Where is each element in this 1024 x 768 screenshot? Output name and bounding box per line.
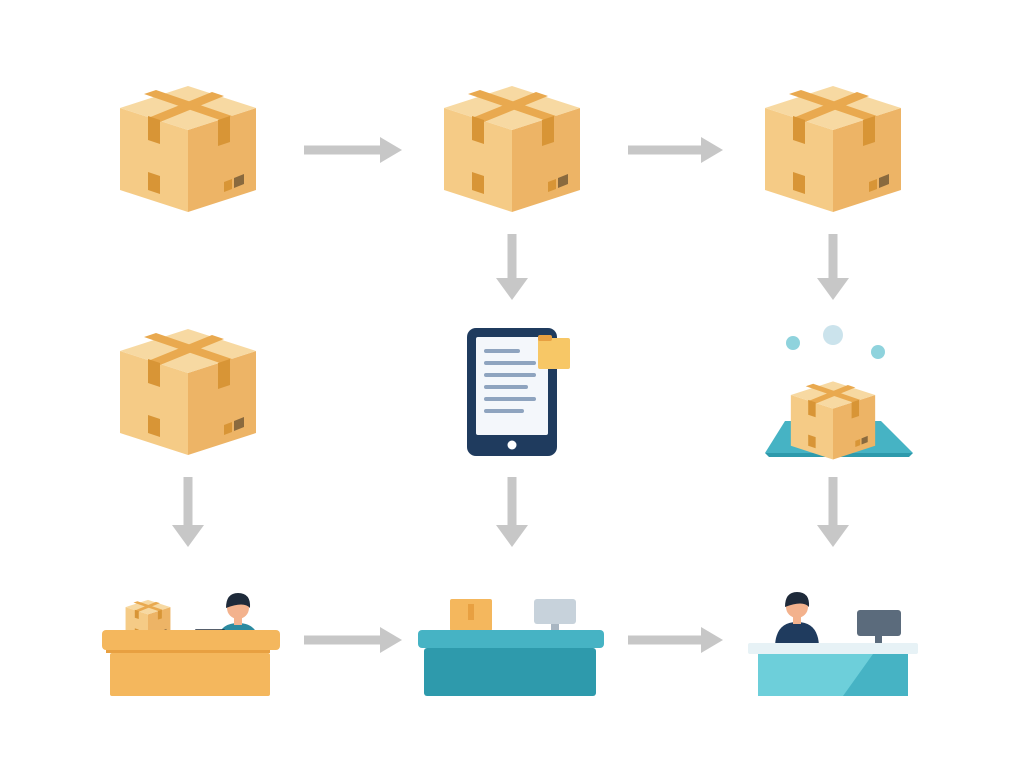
flow-arrow	[304, 627, 402, 653]
flow-arrow	[304, 137, 402, 163]
package-box-icon	[444, 86, 580, 212]
flow-arrow	[496, 234, 528, 300]
flow-arrow	[817, 477, 849, 547]
package-box-icon	[765, 86, 901, 212]
package-box-icon	[120, 86, 256, 212]
tablet-document-icon	[467, 328, 570, 456]
flow-arrow	[817, 234, 849, 300]
reception-desk-with-clerk-icon	[748, 592, 918, 696]
clerk-desk-with-package-icon	[102, 593, 280, 696]
nodes-layer	[102, 86, 918, 696]
flow-arrow	[628, 137, 723, 163]
checkout-counter-icon	[418, 599, 604, 696]
arrows-layer	[172, 137, 849, 653]
flow-arrow	[496, 477, 528, 547]
package-scan-platform-icon	[765, 325, 913, 460]
package-box-icon	[120, 329, 256, 455]
flow-arrow	[628, 627, 723, 653]
flow-arrow	[172, 477, 204, 547]
